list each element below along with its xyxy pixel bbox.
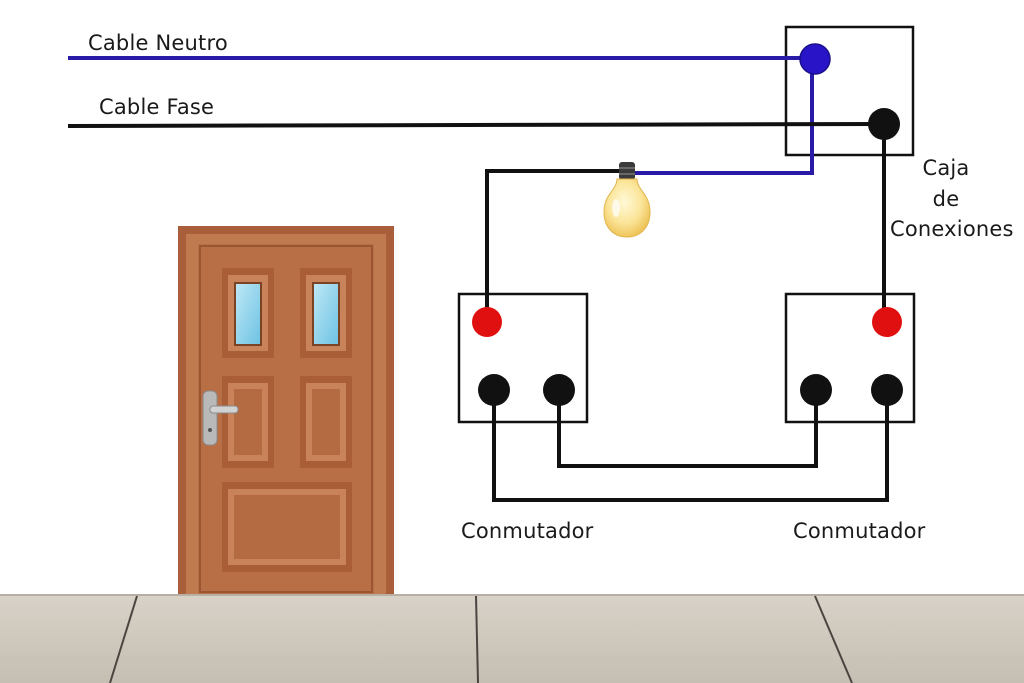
- switch-left-label: Conmutador: [461, 519, 594, 543]
- phase-cable-label: Cable Fase: [99, 95, 215, 119]
- switch-left-common-terminal: [472, 307, 502, 337]
- switch-right-common-terminal: [872, 307, 902, 337]
- junction-box-label-line-3: Conexiones: [890, 217, 1014, 241]
- switch-box-right: [784, 292, 916, 424]
- door-icon: [178, 226, 394, 594]
- junction-box-label-line-1: Caja: [922, 156, 970, 180]
- traveler-wire-inner: [557, 390, 818, 468]
- neutral-to-lamp-wire: [628, 72, 814, 175]
- lamp-return-wire: [485, 169, 628, 322]
- neutral-terminal: [799, 43, 831, 75]
- light-bulb-icon: [603, 162, 651, 238]
- junction-box: [784, 25, 915, 157]
- floor: [0, 594, 1024, 683]
- switch-right-terminal-1: [800, 374, 832, 406]
- switch-right-label: Conmutador: [793, 519, 926, 543]
- switch-right-terminal-2: [871, 374, 903, 406]
- switch-left-terminal-2: [543, 374, 575, 406]
- switch-box-left: [457, 292, 589, 424]
- phase-terminal: [868, 108, 900, 140]
- neutral-cable-label: Cable Neutro: [88, 31, 228, 55]
- phase-wire: [67, 122, 885, 128]
- door-handle-icon: [202, 390, 239, 446]
- traveler-wire-outer: [492, 390, 889, 502]
- switch-left-terminal-1: [478, 374, 510, 406]
- junction-box-label-line-2: de: [932, 187, 960, 211]
